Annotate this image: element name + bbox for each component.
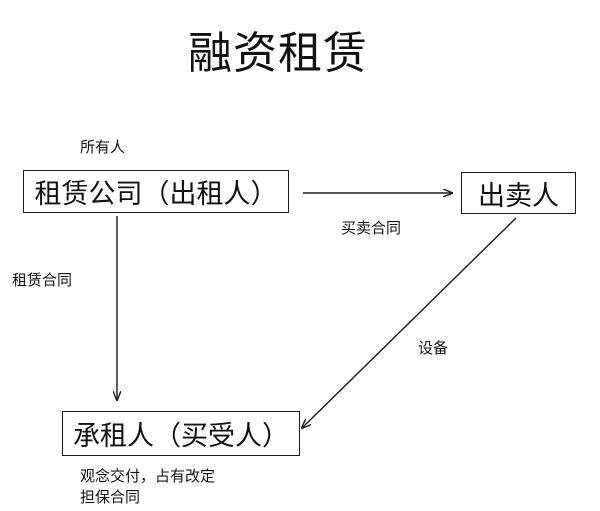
diagram-title: 融资租赁 bbox=[188, 28, 368, 79]
node-seller: 出卖人 bbox=[461, 172, 576, 214]
node-lessee-label: 承租人（买受人） bbox=[73, 421, 289, 452]
node-lessor-label: 租赁公司（出租人） bbox=[34, 179, 278, 210]
equipment-label: 设备 bbox=[418, 339, 449, 357]
lease-contract-label: 租赁合同 bbox=[12, 271, 73, 289]
owner-label: 所有人 bbox=[80, 138, 126, 156]
guarantee-contract-label: 担保合同 bbox=[80, 488, 141, 506]
purchase-contract-label: 买卖合同 bbox=[341, 219, 402, 237]
delivery-note-label: 观念交付，占有改定 bbox=[80, 467, 216, 485]
node-lessor: 租赁公司（出租人） bbox=[23, 170, 289, 213]
node-lessee: 承租人（买受人） bbox=[62, 411, 300, 456]
node-seller-label: 出卖人 bbox=[478, 180, 559, 212]
arrow-seller-to-lessee bbox=[302, 217, 517, 428]
